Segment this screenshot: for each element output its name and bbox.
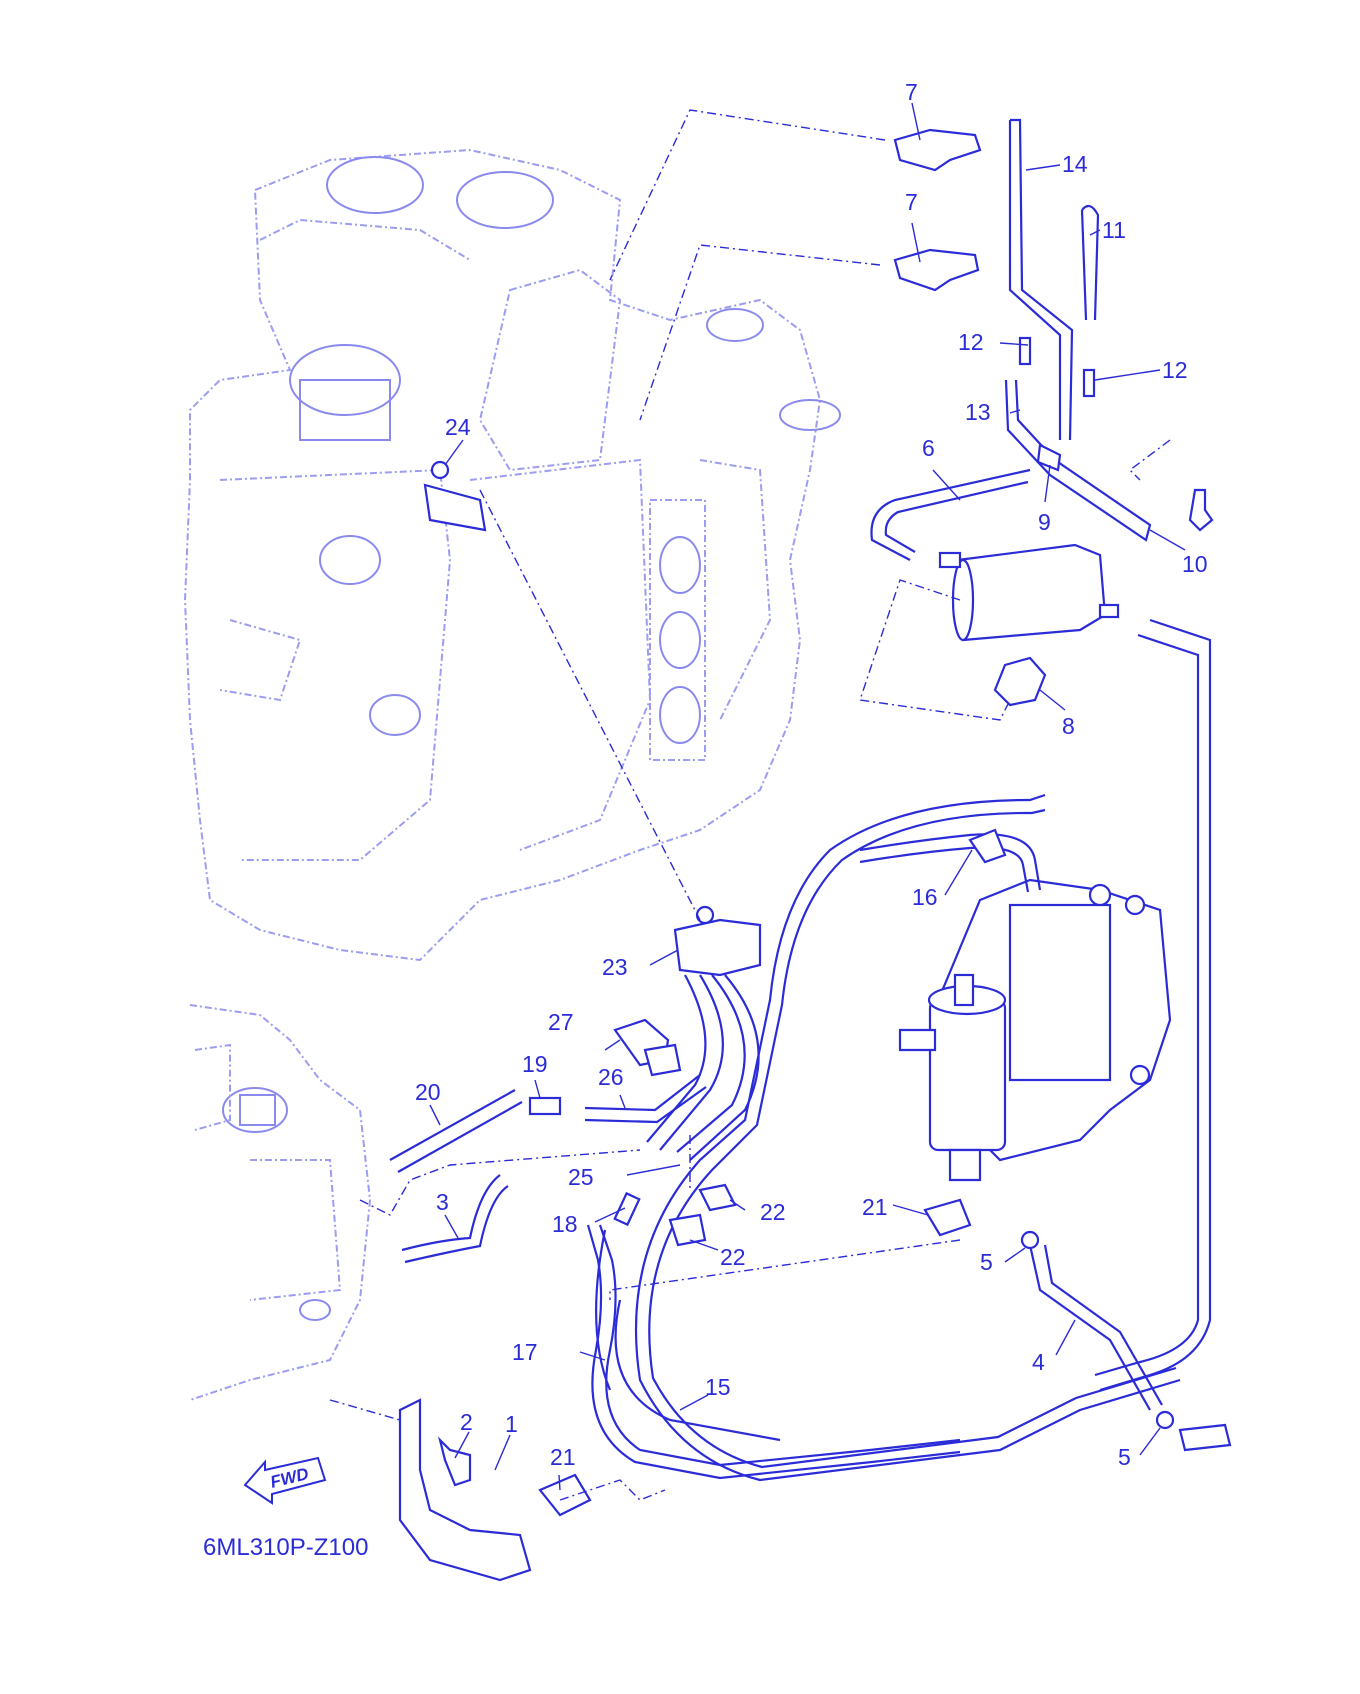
joint-9 — [1036, 443, 1062, 472]
callout-15: 15 — [705, 1374, 731, 1400]
callout-5b: 5 — [1118, 1444, 1131, 1470]
callout-8: 8 — [1062, 713, 1075, 739]
callout-21a: 21 — [862, 1194, 888, 1220]
callout-11: 11 — [1102, 217, 1126, 243]
clamp-5-lower — [1155, 1410, 1175, 1430]
callout-16: 16 — [912, 884, 938, 910]
solenoid-23 — [673, 918, 762, 977]
callout-3: 3 — [436, 1189, 449, 1215]
callout-17: 17 — [512, 1339, 538, 1365]
fitting-lower-right — [1178, 1423, 1232, 1452]
joint-19 — [528, 1096, 562, 1116]
callouts: 7 7 14 11 12 12 13 6 9 10 8 24 16 23 27 … — [415, 79, 1208, 1470]
callout-6: 6 — [922, 435, 935, 461]
clip-21-lower — [538, 1473, 592, 1517]
clip-21-upper — [923, 1198, 972, 1237]
fwd-arrow: FWD — [243, 1456, 327, 1505]
fuel-filter-assembly — [898, 878, 1172, 1182]
clip-7-lower — [893, 248, 980, 292]
callout-4: 4 — [1032, 1349, 1045, 1375]
engine-block — [183, 148, 841, 962]
callout-19: 19 — [522, 1051, 548, 1077]
callout-18: 18 — [552, 1211, 578, 1237]
clamp-5-upper — [1020, 1230, 1040, 1250]
fitting-12-left — [1018, 336, 1032, 366]
clip-22-lower — [668, 1213, 707, 1247]
bolt-24 — [430, 460, 450, 480]
callout-26: 26 — [598, 1064, 624, 1090]
small-parts — [398, 128, 1232, 1582]
callout-12a: 12 — [958, 329, 984, 355]
callout-21b: 21 — [550, 1444, 576, 1470]
callout-13: 13 — [965, 399, 991, 425]
diagram-code: 6ML310P-Z100 — [203, 1534, 368, 1561]
callout-25: 25 — [568, 1164, 594, 1190]
dash-leaders — [329, 109, 1171, 1501]
bolt-2 — [437, 1436, 472, 1487]
callout-2: 2 — [460, 1409, 473, 1435]
fitting-12-right — [1082, 368, 1096, 398]
bracket-1 — [398, 1398, 532, 1582]
callout-leaders — [429, 102, 1186, 1491]
callout-7b: 7 — [905, 189, 918, 215]
callout-9: 9 — [1038, 509, 1051, 535]
callout-10: 10 — [1182, 551, 1208, 577]
callout-24: 24 — [445, 414, 471, 440]
bolt-10 — [1188, 488, 1214, 532]
clip-22-upper — [698, 1183, 737, 1212]
callout-20: 20 — [415, 1079, 441, 1105]
hoses — [389, 118, 1212, 1482]
callout-23: 23 — [602, 954, 628, 980]
callout-5a: 5 — [980, 1249, 993, 1275]
clip-16 — [968, 828, 1007, 864]
lower-engine-section — [189, 1004, 372, 1401]
callout-14: 14 — [1062, 151, 1088, 177]
bracket-24 — [423, 483, 487, 532]
sensor-26 — [643, 1043, 682, 1077]
callout-12b: 12 — [1162, 357, 1188, 383]
canister-part-8 — [938, 543, 1120, 707]
callout-7a: 7 — [905, 79, 918, 105]
joint-18 — [613, 1191, 641, 1227]
callout-27: 27 — [548, 1009, 574, 1035]
callout-1: 1 — [505, 1411, 518, 1437]
clip-7-upper — [893, 128, 982, 172]
callout-22b: 22 — [720, 1244, 746, 1270]
callout-22a: 22 — [760, 1199, 786, 1225]
